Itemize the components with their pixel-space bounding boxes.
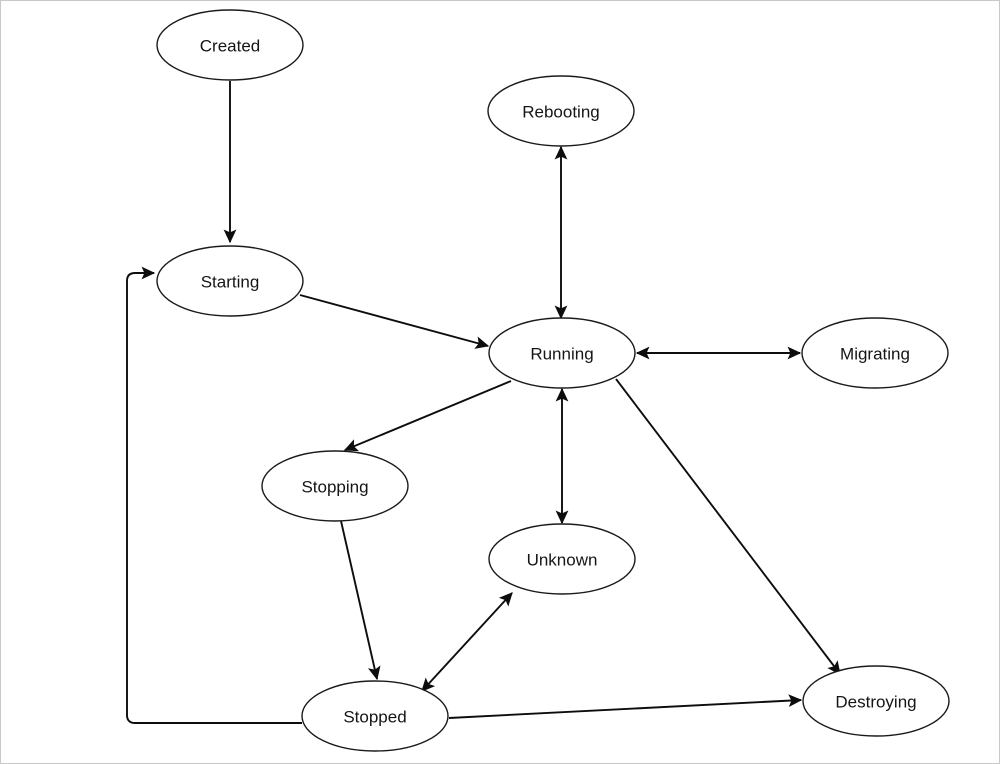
edge-stopped-unknown[interactable]: [421, 592, 513, 692]
edge-stopping-stopped[interactable]: [340, 520, 381, 681]
node-shape-running[interactable]: [488, 317, 636, 389]
edge-starting-running[interactable]: [299, 294, 490, 349]
node-destroying[interactable]: Destroying: [802, 665, 950, 737]
node-migrating[interactable]: Migrating: [801, 317, 949, 389]
node-starting[interactable]: Starting: [156, 245, 304, 317]
node-stopping[interactable]: Stopping: [261, 450, 409, 522]
node-running[interactable]: Running: [488, 317, 636, 389]
edge-running-destroying[interactable]: [615, 378, 841, 675]
node-shape-stopped[interactable]: [301, 680, 449, 752]
edge-stopped-starting[interactable]: [126, 266, 302, 724]
node-stopped[interactable]: Stopped: [301, 680, 449, 752]
edge-running-stopping[interactable]: [343, 380, 512, 452]
node-created[interactable]: Created: [156, 9, 304, 81]
node-shape-destroying[interactable]: [802, 665, 950, 737]
node-shape-created[interactable]: [156, 9, 304, 81]
node-shape-rebooting[interactable]: [487, 75, 635, 147]
node-shape-migrating[interactable]: [801, 317, 949, 389]
node-shape-starting[interactable]: [156, 245, 304, 317]
node-shape-stopping[interactable]: [261, 450, 409, 522]
node-rebooting[interactable]: Rebooting: [487, 75, 635, 147]
node-shape-unknown[interactable]: [488, 523, 636, 595]
edges-layer: [126, 81, 841, 724]
node-unknown[interactable]: Unknown: [488, 523, 636, 595]
edge-stopped-destroying[interactable]: [448, 694, 803, 719]
